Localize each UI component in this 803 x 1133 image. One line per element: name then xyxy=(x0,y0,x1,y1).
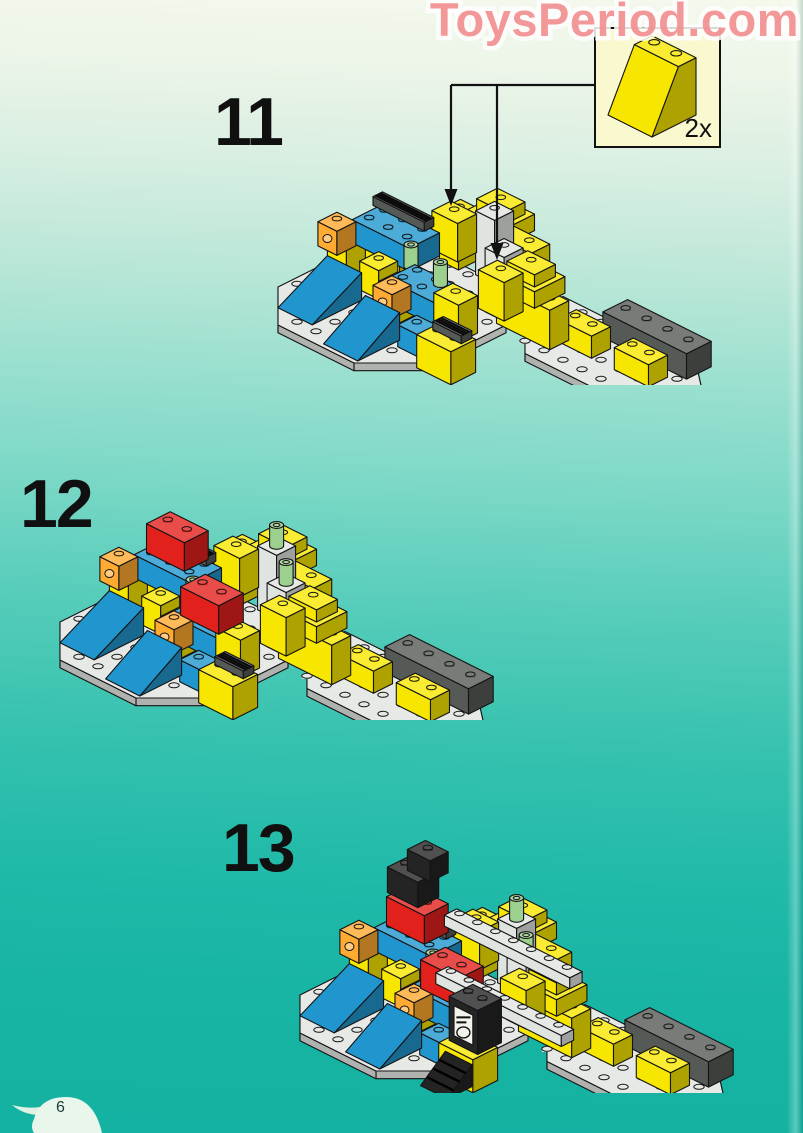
parts-callout-box: 2x xyxy=(594,27,721,148)
watermark-outline: ToysPeriod.com xyxy=(425,0,803,51)
step-12-model-illustration xyxy=(59,511,494,720)
callout-connector-arrows xyxy=(444,83,594,260)
part-quantity-label: 2x xyxy=(684,113,712,143)
fish-icon xyxy=(12,1097,102,1133)
watermark-text: ToysPeriod.com xyxy=(429,0,799,46)
page-number-fish-tab: 6 xyxy=(10,1089,110,1133)
step-11-number: 11 xyxy=(214,84,284,160)
step-12-number: 12 xyxy=(20,466,94,542)
step-11-model-illustration xyxy=(277,187,712,385)
slope-brick-icon xyxy=(607,35,697,138)
step-13-number: 13 xyxy=(222,810,296,886)
watermark: ToysPeriod.com ToysPeriod.com xyxy=(425,0,803,51)
page-number: 6 xyxy=(56,1099,65,1116)
step-13-model-illustration xyxy=(299,839,734,1093)
